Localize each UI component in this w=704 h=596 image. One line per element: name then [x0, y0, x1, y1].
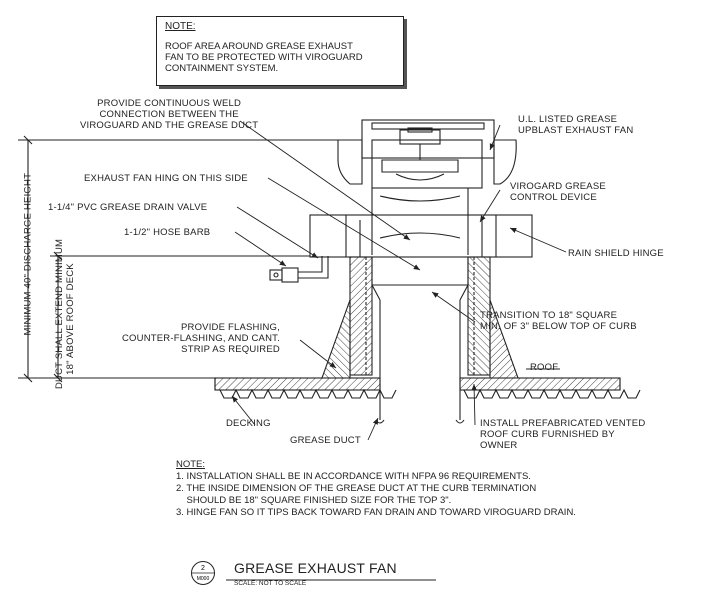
- general-notes-title: NOTE:: [176, 459, 206, 470]
- roof-note-title: NOTE:: [165, 21, 196, 32]
- label-weld: PROVIDE CONTINUOUS WELD CONNECTION BETWE…: [80, 98, 259, 131]
- detail-tag-sheet: M000: [197, 576, 210, 582]
- label-transition: TRANSITION TO 18" SQUARE MIN. OF 3" BELO…: [480, 310, 637, 332]
- drain-valve-hose-barb: [269, 256, 329, 283]
- label-fan: U.L. LISTED GREASE UPBLAST EXHAUST FAN: [518, 114, 634, 136]
- label-dim-duct: DUCT SHALL EXTEND MINIMUM 18" ABOVE ROOF…: [54, 238, 76, 389]
- general-note-2: 2. THE INSIDE DIMENSION OF THE GREASE DU…: [176, 483, 537, 506]
- dimension-lines: [18, 135, 338, 383]
- grease-duct: [375, 300, 465, 424]
- roof-curb: [349, 256, 491, 376]
- leader-lines: [231, 120, 567, 441]
- detail-tag-number: 2: [201, 565, 205, 572]
- general-note-1: 1. INSTALLATION SHALL BE IN ACCORDANCE W…: [176, 471, 531, 482]
- exhaust-fan-hood: [337, 119, 517, 189]
- detail-tag-icon: 2 M000: [191, 561, 215, 585]
- roof-note-box: NOTE: ROOF AREA AROUND GREASE EXHAUST FA…: [156, 16, 404, 86]
- label-flashing: PROVIDE FLASHING, COUNTER-FLASHING, AND …: [122, 322, 280, 355]
- label-control-device: VIROGARD GREASE CONTROL DEVICE: [510, 181, 606, 203]
- label-roof-curb: INSTALL PREFABRICATED VENTED ROOF CURB F…: [480, 418, 646, 451]
- drawing-scale: SCALE: NOT TO SCALE: [234, 580, 307, 587]
- duct-transition: [371, 257, 469, 301]
- label-decking: DECKING: [226, 418, 271, 429]
- general-notes: NOTE: 1. INSTALLATION SHALL BE IN ACCORD…: [176, 459, 576, 519]
- label-dim-discharge: MINIMUM 40" DISCHARGE HEIGHT: [22, 172, 34, 336]
- roof-note-body: ROOF AREA AROUND GREASE EXHAUST FAN TO B…: [165, 41, 363, 74]
- fan-shroud: [371, 188, 469, 255]
- general-note-3: 3. HINGE FAN SO IT TIPS BACK TOWARD FAN …: [176, 507, 576, 518]
- label-rain-shield-hinge: RAIN SHIELD HINGE: [568, 248, 664, 259]
- roof-deck: [214, 377, 641, 399]
- label-grease-duct: GREASE DUCT: [290, 435, 361, 446]
- label-hinge-side: EXHAUST FAN HING ON THIS SIDE: [84, 173, 248, 184]
- grease-control-device: [309, 214, 533, 258]
- label-hose-barb: 1-1/2" HOSE BARB: [124, 227, 211, 238]
- label-drain-valve: 1-1/4" PVC GREASE DRAIN VALVE: [48, 202, 208, 213]
- label-roof: ROOF: [530, 362, 559, 373]
- drawing-title: GREASE EXHAUST FAN: [234, 560, 397, 576]
